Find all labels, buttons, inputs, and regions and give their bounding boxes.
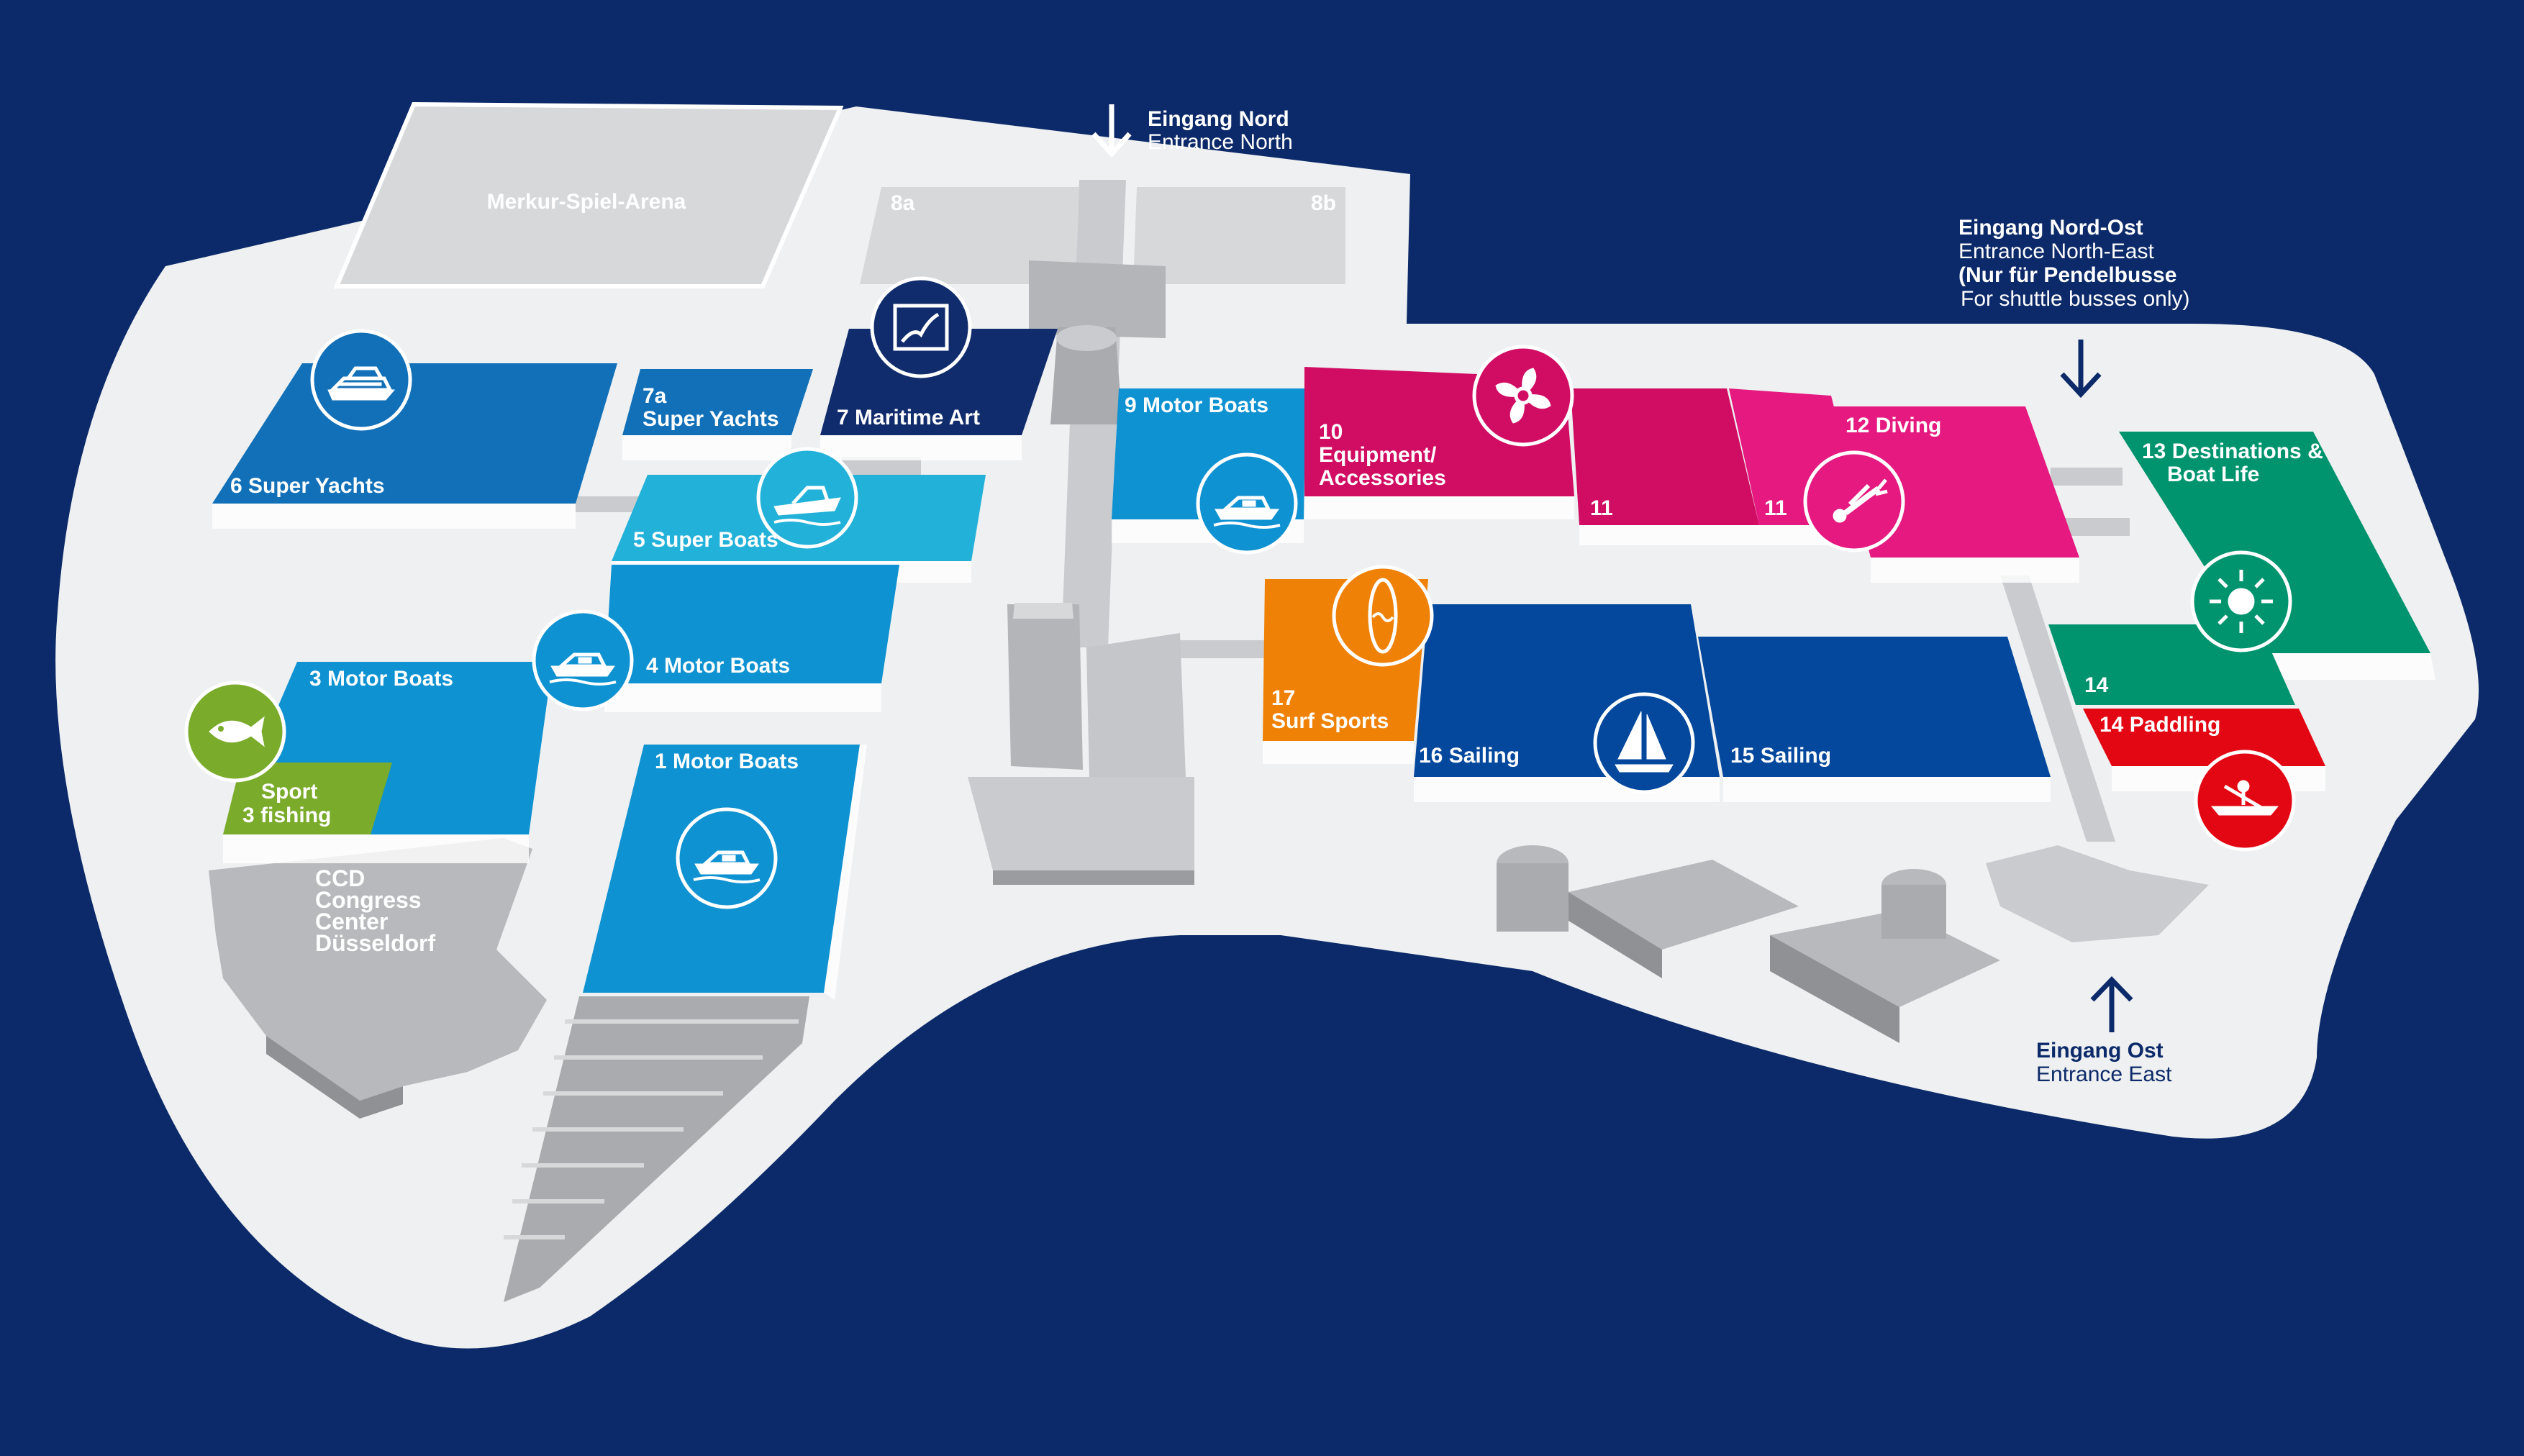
sport-fishing-label-2: 3 fishing xyxy=(242,804,331,827)
south-grandstand xyxy=(504,996,809,1302)
sun-icon xyxy=(2190,550,2292,652)
hall-7-label: 7 Maritime Art xyxy=(837,406,980,429)
hall-7a-super-yachts[interactable] xyxy=(622,369,813,460)
merkur-spiel-arena-building xyxy=(333,101,844,288)
hall-1-label: 1 Motor Boats xyxy=(655,750,799,773)
kayak-icon xyxy=(2194,750,2296,852)
entrance-north-east-note-en: For shuttle busses only) xyxy=(1961,287,2189,311)
motorboat-icon xyxy=(532,609,634,711)
motorboat-icon xyxy=(676,807,778,909)
hall-14-paddling-label: 14 Paddling xyxy=(2099,713,2220,737)
diver-icon xyxy=(1803,450,1905,552)
fish-icon xyxy=(184,681,286,783)
entrance-north-en: Entrance North xyxy=(1148,130,1293,154)
ccd-label-2: Congress xyxy=(315,887,422,913)
hall-10-number: 10 xyxy=(1319,420,1343,444)
ccd-congress-center-building xyxy=(209,838,547,1119)
entrance-south-en: Entrance South xyxy=(722,1283,871,1306)
hall-16-label: 16 Sailing xyxy=(1419,744,1520,768)
hall-5-label: 5 Super Boats xyxy=(633,528,778,552)
merkur-spiel-arena-label: Merkur-Spiel-Arena xyxy=(487,190,686,214)
surfboard-icon xyxy=(1332,565,1434,667)
entrance-east-en: Entrance East xyxy=(2036,1063,2172,1086)
central-entrance-building xyxy=(1029,260,1166,424)
hall-4-motor-boats[interactable] xyxy=(604,565,899,712)
painting-icon xyxy=(870,276,972,378)
hall-8a-building xyxy=(860,187,1079,284)
hall-15-sailing[interactable] xyxy=(1698,637,2051,802)
hall-13-destinations-boat-life[interactable] xyxy=(2119,432,2436,680)
hall-10-name-2: Accessories xyxy=(1319,466,1446,490)
yacht-icon xyxy=(310,329,412,431)
tower-building xyxy=(968,603,1194,885)
entrance-north-de: Eingang Nord xyxy=(1148,107,1289,131)
hall-7a-name: Super Yachts xyxy=(643,407,779,431)
hall-9-label: 9 Motor Boats xyxy=(1125,393,1268,417)
hall-13-label-2: Boat Life xyxy=(2167,463,2259,486)
ccd-label-1: CCD xyxy=(315,865,365,891)
hall-7a-number: 7a xyxy=(643,384,667,408)
entrance-north-east-de: Eingang Nord-Ost xyxy=(1958,216,2143,240)
entrance-north-east-arrow xyxy=(2060,340,2102,399)
propeller-icon xyxy=(1472,345,1574,447)
hall-6-label: 6 Super Yachts xyxy=(230,474,385,498)
speedboat-icon xyxy=(756,447,858,549)
hall-13-label-1: 13 Destinations & xyxy=(2142,440,2323,463)
entrance-north-east-en: Entrance North-East xyxy=(1958,240,2154,263)
hall-8b-building xyxy=(1133,187,1345,284)
hall-11a-label: 11 xyxy=(1590,496,1613,520)
ccd-label-3: Center xyxy=(315,909,388,934)
entrance-south-de: Eingang Süd xyxy=(722,1259,853,1283)
entrance-north-arrow xyxy=(1091,104,1132,158)
entrance-south-arrow xyxy=(723,1190,766,1248)
entrance-north-east-note-de: (Nur für Pendelbusse xyxy=(1958,263,2176,287)
entrance-east-de: Eingang Ost xyxy=(2036,1039,2164,1063)
hall-14-label: 14 xyxy=(2084,673,2109,697)
hall-12-label: 12 Diving xyxy=(1846,414,1941,437)
east-buildings xyxy=(1497,845,2209,1043)
hall-11-a[interactable] xyxy=(1571,388,1759,545)
entrance-east-arrow xyxy=(2090,975,2133,1032)
hall-17-name: Surf Sports xyxy=(1271,709,1389,733)
hall-8a-label: 8a xyxy=(891,191,915,215)
hall-3-sport-fishing[interactable] xyxy=(223,763,392,834)
hall-4-label: 4 Motor Boats xyxy=(646,654,790,678)
hall-3-label: 3 Motor Boats xyxy=(309,667,453,691)
motorboat-icon xyxy=(1196,452,1298,555)
hall-10-name-1: Equipment/ xyxy=(1319,443,1437,467)
sailboat-icon xyxy=(1593,692,1695,794)
hall-17-number: 17 xyxy=(1271,686,1295,710)
hall-15-label: 15 Sailing xyxy=(1730,744,1831,768)
hall-11b-label: 11 xyxy=(1764,496,1787,520)
hall-8b-label: 8b xyxy=(1311,191,1336,215)
ccd-label-4: Düsseldorf xyxy=(315,930,435,956)
sport-fishing-label-1: Sport xyxy=(261,780,317,804)
hall-6-super-yachts[interactable] xyxy=(212,363,617,529)
